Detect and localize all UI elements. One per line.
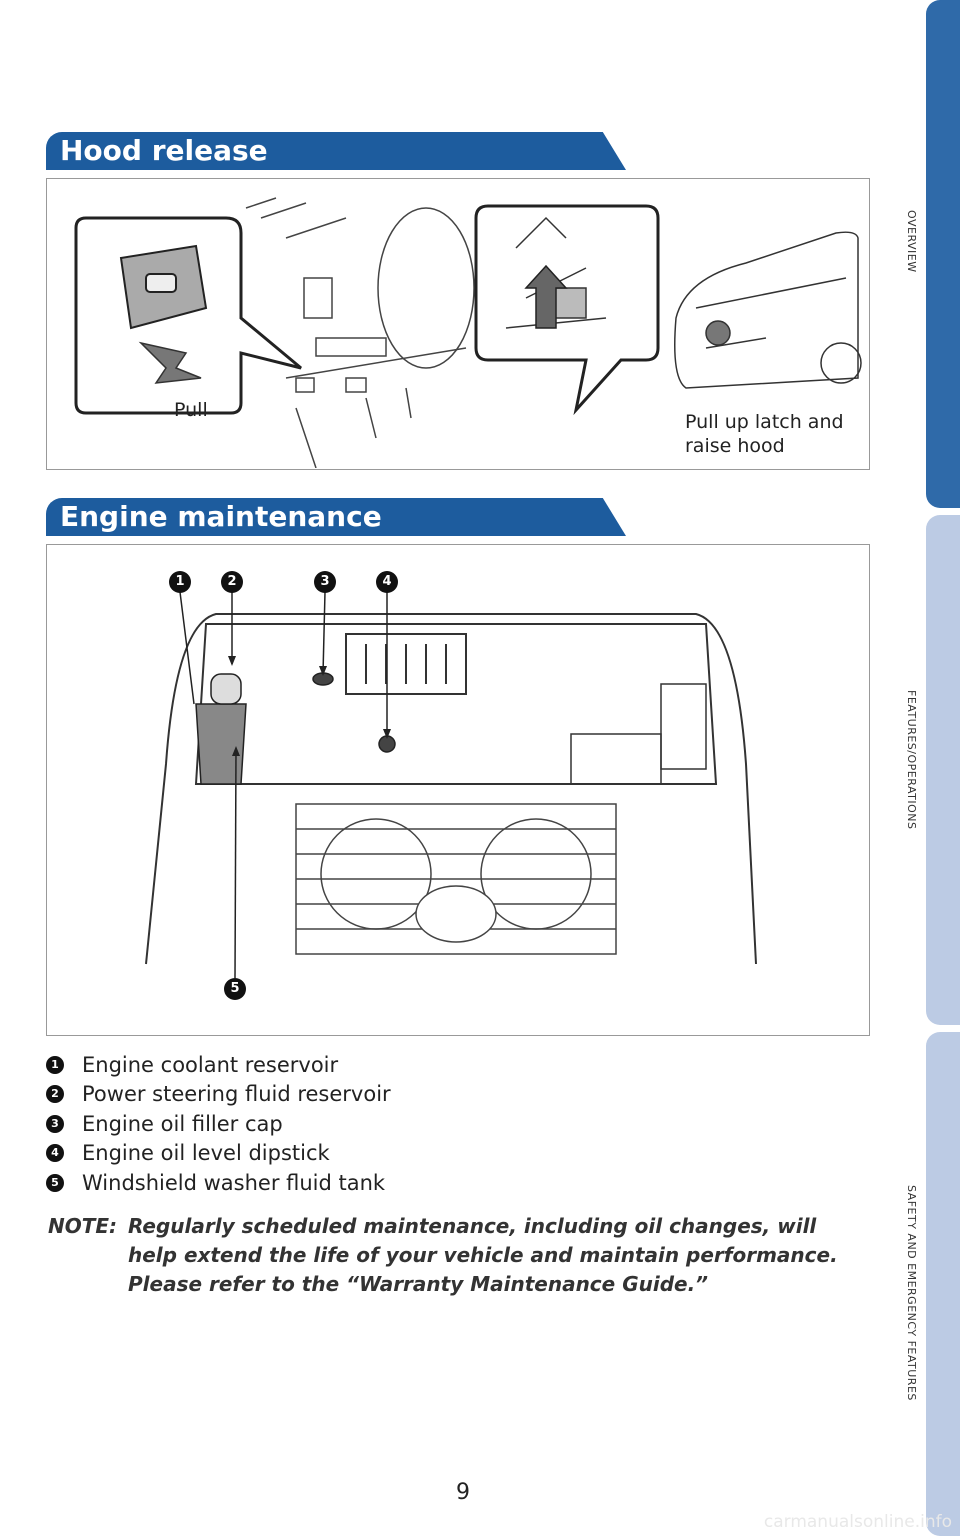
legend-item: 2 Power steering fluid reservoir bbox=[46, 1080, 391, 1110]
engine-parts-legend: 1 Engine coolant reservoir 2 Power steer… bbox=[46, 1050, 391, 1198]
legend-item: 3 Engine oil filler cap bbox=[46, 1109, 391, 1139]
tab-label-safety: SAFETY AND EMERGENCY FEATURES bbox=[905, 1185, 918, 1401]
pull-arrow bbox=[138, 341, 202, 384]
tab-features-operations[interactable] bbox=[926, 515, 960, 1025]
maintenance-note: NOTE: Regularly scheduled maintenance, i… bbox=[48, 1212, 868, 1299]
tab-overview[interactable] bbox=[926, 0, 960, 508]
marker-4: 4 bbox=[376, 571, 398, 593]
car-sketch bbox=[674, 231, 862, 389]
legend-text: Engine oil level dipstick bbox=[82, 1141, 330, 1166]
marker-2: 2 bbox=[221, 571, 243, 593]
legend-number: 3 bbox=[46, 1114, 64, 1133]
legend-item: 4 Engine oil level dipstick bbox=[46, 1139, 391, 1169]
legend-number: 2 bbox=[46, 1085, 64, 1104]
watermark-text: carmanualsonline.info bbox=[763, 1512, 952, 1532]
legend-number: 1 bbox=[46, 1055, 64, 1074]
legend-text: Engine coolant reservoir bbox=[82, 1052, 339, 1077]
legend-number: 4 bbox=[46, 1144, 64, 1163]
coolant-reservoir bbox=[195, 673, 247, 785]
note-body: Regularly scheduled maintenance, includi… bbox=[128, 1214, 838, 1296]
engine-bay-illustration bbox=[145, 591, 757, 979]
tab-label-overview: OVERVIEW bbox=[905, 210, 918, 273]
battery bbox=[570, 683, 707, 785]
latch-arrow bbox=[524, 264, 568, 329]
leader-arrowheads bbox=[228, 656, 391, 756]
hood-lever-icon bbox=[119, 244, 208, 330]
raise-hood-caption: Pull up latch and raise hood bbox=[685, 410, 844, 458]
legend-item: 1 Engine coolant reservoir bbox=[46, 1050, 391, 1080]
legend-number: 5 bbox=[46, 1173, 64, 1192]
hood-release-header: Hood release bbox=[46, 132, 626, 170]
marker-1: 1 bbox=[169, 571, 191, 593]
note-label: NOTE: bbox=[48, 1214, 118, 1238]
pull-caption: Pull bbox=[174, 399, 208, 421]
hood-release-figure bbox=[46, 178, 870, 470]
marker-3: 3 bbox=[314, 571, 336, 593]
marker-5: 5 bbox=[224, 978, 246, 1000]
hood-lever-callout bbox=[74, 216, 302, 415]
legend-text: Power steering fluid reservoir bbox=[82, 1082, 391, 1107]
legend-text: Engine oil filler cap bbox=[82, 1111, 283, 1136]
raise-hood-caption-line1: Pull up latch and bbox=[685, 411, 844, 433]
engine-maintenance-title: Engine maintenance bbox=[60, 500, 382, 533]
legend-item: 5 Windshield washer fluid tank bbox=[46, 1168, 391, 1198]
raise-hood-caption-line2: raise hood bbox=[685, 435, 785, 457]
tab-safety-emergency[interactable] bbox=[926, 1032, 960, 1536]
engine-maintenance-header: Engine maintenance bbox=[46, 498, 626, 536]
page-number: 9 bbox=[456, 1480, 470, 1505]
hood-release-title: Hood release bbox=[60, 134, 268, 167]
tab-label-features: FEATURES/OPERATIONS bbox=[905, 690, 918, 830]
hood-release-illustration bbox=[74, 197, 862, 468]
legend-text: Windshield washer fluid tank bbox=[82, 1170, 386, 1195]
leader-lines bbox=[179, 591, 388, 979]
grille bbox=[295, 803, 617, 955]
latch-callout bbox=[474, 204, 660, 416]
dashboard-sketch bbox=[245, 197, 475, 468]
